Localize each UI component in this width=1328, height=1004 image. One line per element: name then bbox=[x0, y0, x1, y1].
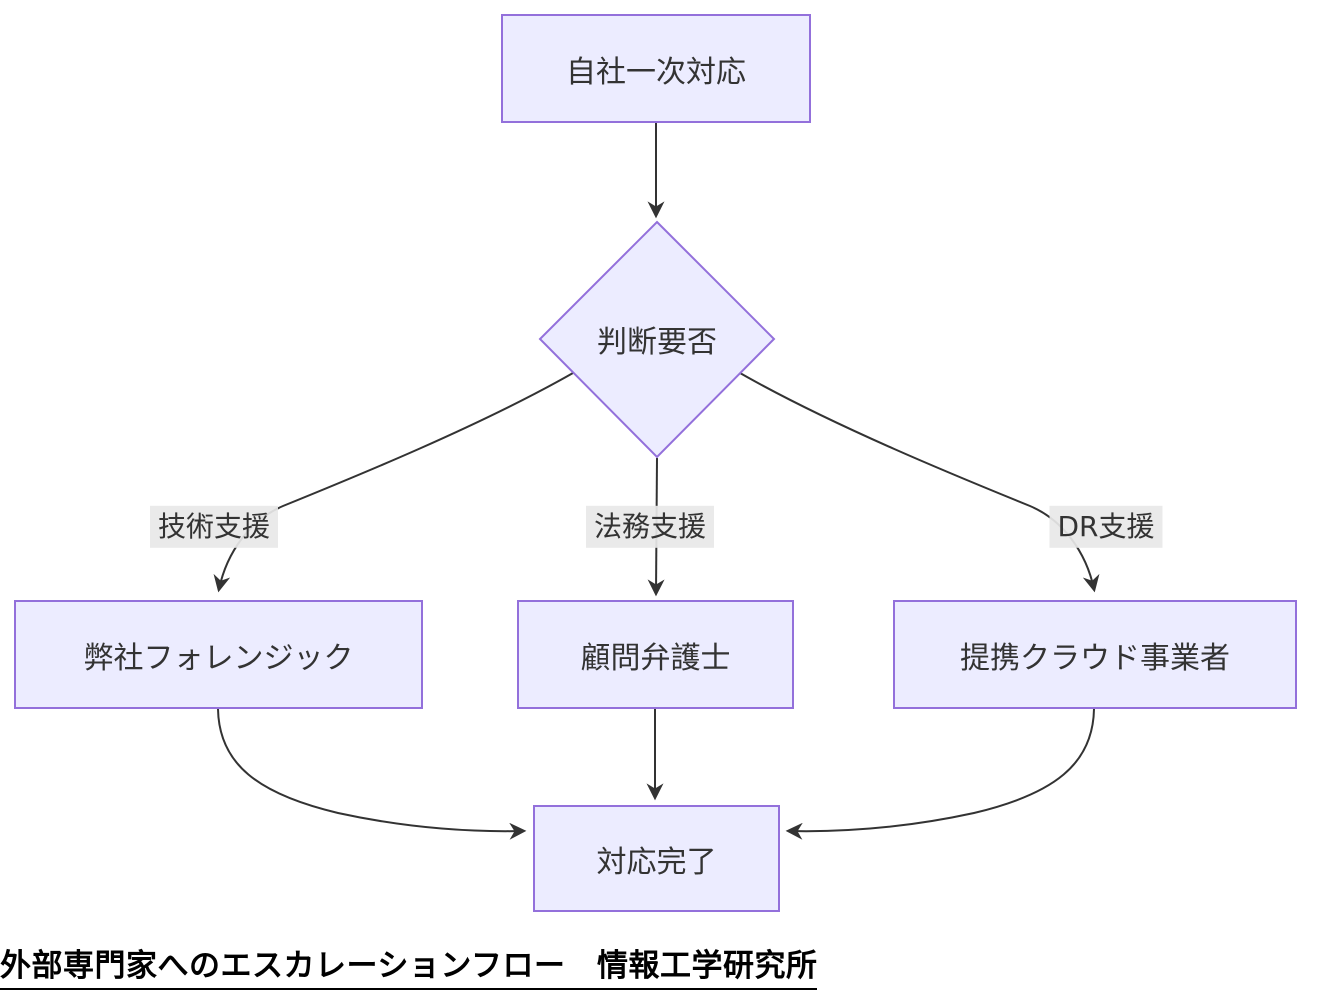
node-first-response: 自社一次対応 bbox=[501, 14, 811, 123]
node-decision-label-wrap: 判断要否 bbox=[540, 309, 774, 369]
edge-label-legal-support-text: 法務支援 bbox=[593, 509, 707, 543]
edge-decision-to-cloud bbox=[739, 372, 1100, 593]
edge-label-tech-support: 技術支援 bbox=[149, 505, 279, 549]
node-first-response-label: 自社一次対応 bbox=[566, 54, 746, 90]
node-decision-label: 判断要否 bbox=[597, 325, 717, 360]
node-cloud-partner: 提携クラウド事業者 bbox=[893, 600, 1297, 709]
edge-label-legal-support: 法務支援 bbox=[585, 505, 715, 549]
node-complete: 対応完了 bbox=[533, 805, 780, 912]
diagram-caption-text: 外部専門家へのエスカレーションフロー 情報工学研究所 bbox=[0, 948, 818, 984]
node-complete-label: 対応完了 bbox=[596, 844, 717, 880]
edge-label-dr-support: DR支援 bbox=[1049, 505, 1163, 549]
edge-label-tech-support-text: 技術支援 bbox=[157, 509, 271, 543]
edge-cloud-to-complete bbox=[785, 708, 1095, 840]
decision-diamond-shape bbox=[538, 220, 776, 459]
edge-label-dr-support-text: DR支援 bbox=[1057, 509, 1155, 543]
node-forensics: 弊社フォレンジック bbox=[14, 600, 423, 709]
edge-decision-to-forensics bbox=[213, 372, 574, 593]
node-cloud-partner-label: 提携クラウド事業者 bbox=[960, 640, 1230, 676]
diagram-caption: 外部専門家へのエスカレーションフロー 情報工学研究所 bbox=[0, 948, 818, 990]
node-lawyer-label: 顧問弁護士 bbox=[580, 640, 731, 676]
node-lawyer: 顧問弁護士 bbox=[517, 600, 794, 709]
edge-forensics-to-complete bbox=[217, 708, 527, 840]
node-forensics-label: 弊社フォレンジック bbox=[83, 640, 354, 676]
